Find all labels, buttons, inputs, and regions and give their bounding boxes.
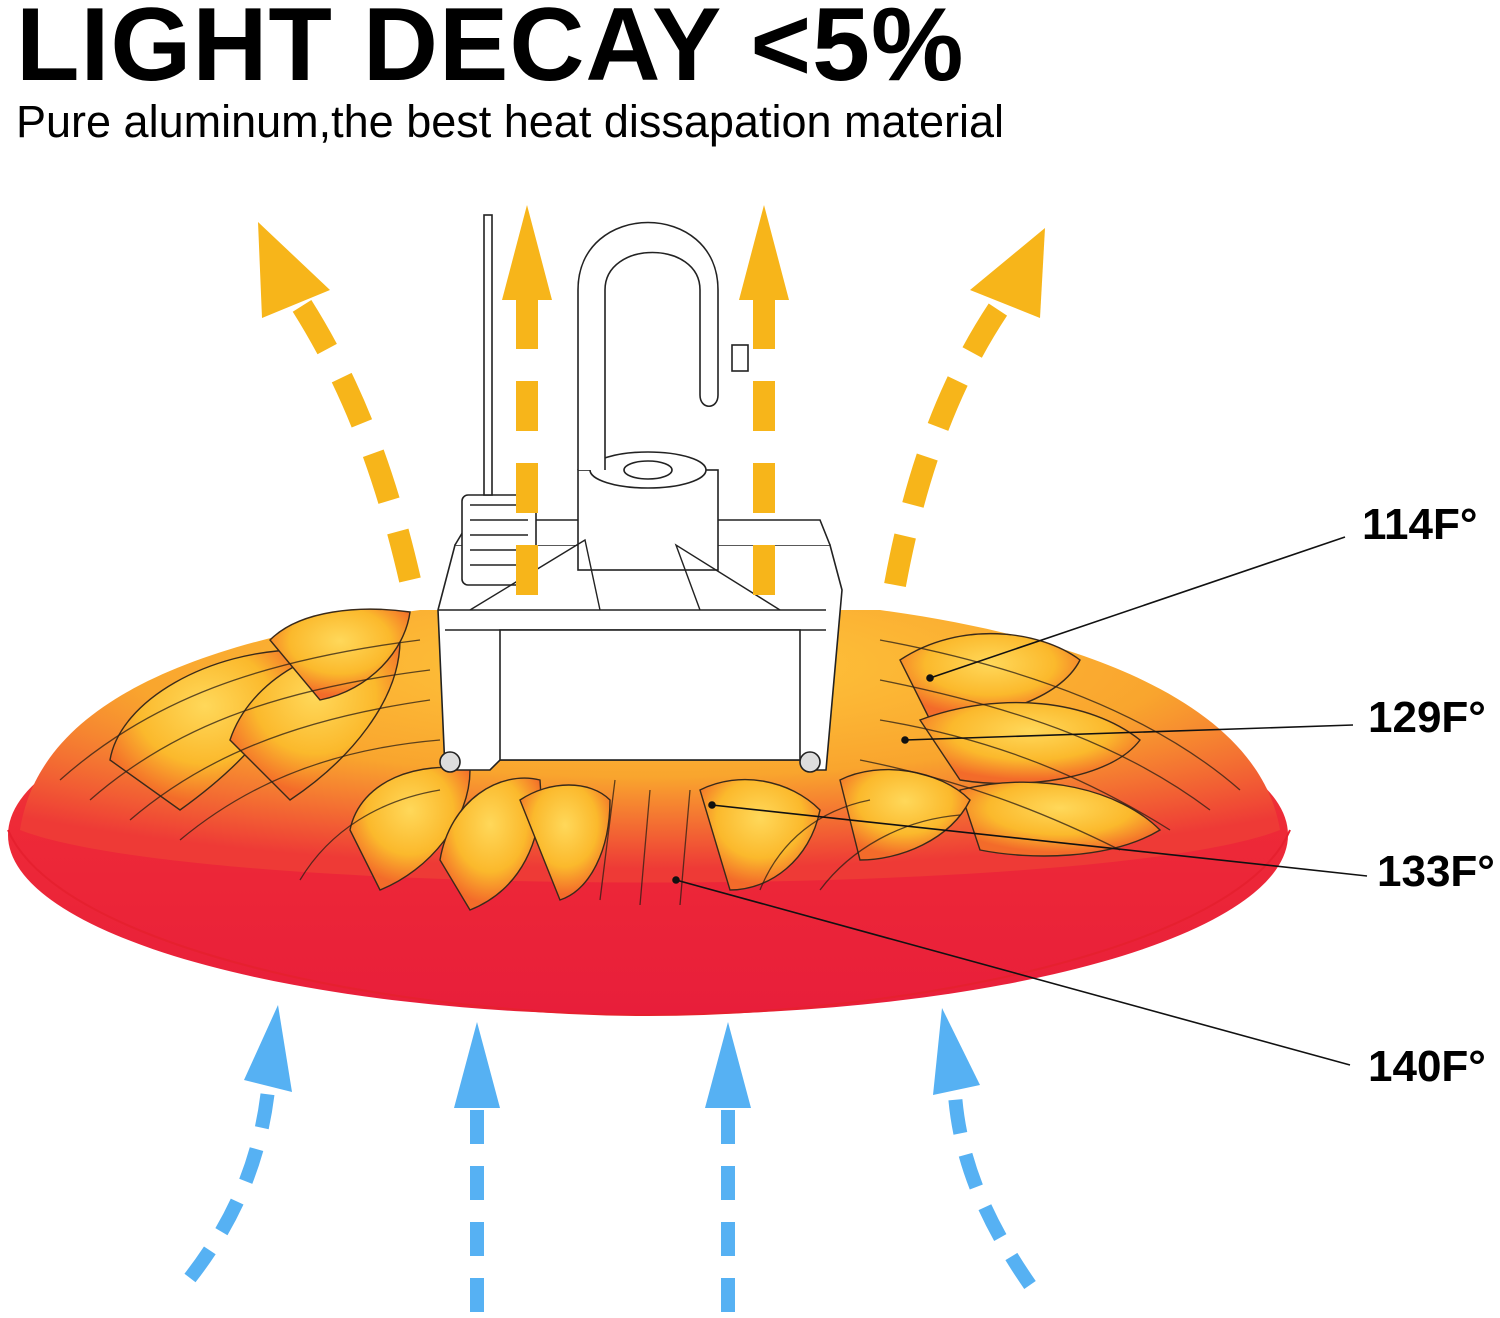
temperature-label-129: 129F° xyxy=(1368,693,1486,742)
hot-air-arrow-icon xyxy=(502,205,552,595)
hot-air-arrow-icon xyxy=(739,205,789,595)
leader-line-140 xyxy=(675,879,1351,1066)
leader-line-129 xyxy=(904,724,1354,741)
cool-air-arrow-icon xyxy=(933,1008,1036,1289)
hot-air-arrows xyxy=(258,205,1045,595)
cool-air-arrow-icon xyxy=(454,1022,500,1312)
leader-line-114 xyxy=(929,536,1346,679)
temperature-label-140: 140F° xyxy=(1368,1042,1486,1091)
cool-air-arrows xyxy=(184,1005,1036,1312)
high-bay-light-icon xyxy=(7,214,1291,1017)
cool-air-arrow-icon xyxy=(705,1022,751,1312)
temperature-label-114: 114F° xyxy=(1362,500,1478,549)
leader-line-133 xyxy=(711,804,1368,877)
temperature-leader-lines xyxy=(672,536,1368,1066)
temperature-label-133: 133F° xyxy=(1377,847,1495,896)
cool-air-arrow-icon xyxy=(184,1005,292,1283)
page-title: LIGHT DECAY <5% xyxy=(16,0,965,103)
hot-air-arrow-icon xyxy=(884,228,1045,588)
page-subtitle: Pure aluminum,the best heat dissapation … xyxy=(16,96,1005,147)
hot-air-arrow-icon xyxy=(258,222,421,583)
